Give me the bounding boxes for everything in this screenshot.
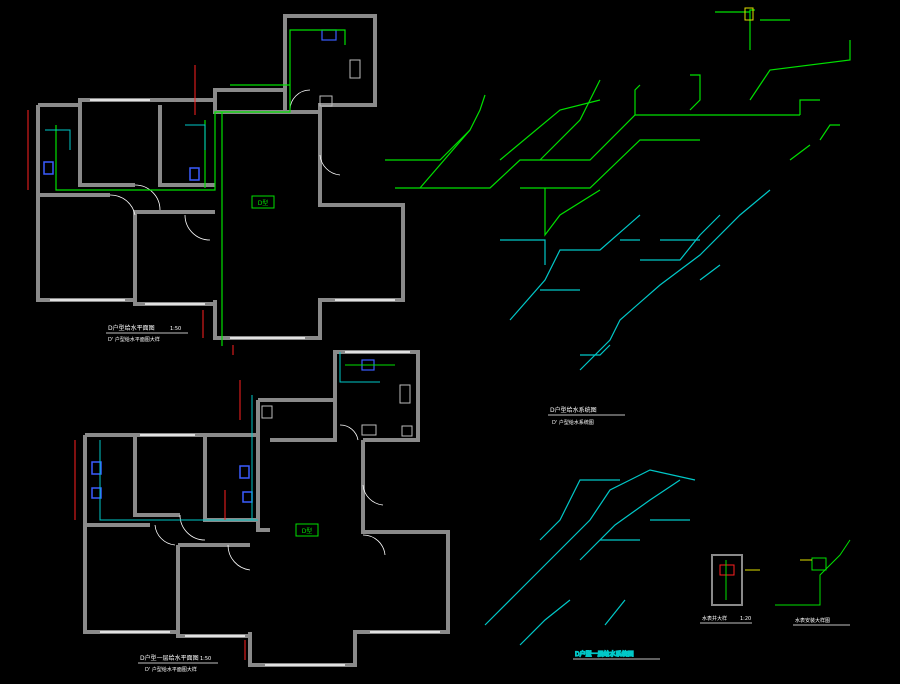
sink-fixture bbox=[319, 95, 333, 107]
door-swing bbox=[184, 214, 211, 241]
main-supply-pipe bbox=[520, 139, 700, 189]
toilet-fixture bbox=[189, 167, 200, 181]
unit-tag: D型 bbox=[302, 527, 313, 535]
top-floor-plan bbox=[36, 14, 405, 340]
system-title: D户型给水系统图 bbox=[550, 406, 597, 414]
partition bbox=[158, 105, 215, 187]
shaft-box bbox=[261, 405, 273, 419]
plan-subtitle: D' 户型给水平面图大样 bbox=[108, 336, 160, 343]
pit-outline bbox=[711, 554, 743, 606]
plan-subtitle: D' 户型给水平面图大样 bbox=[145, 666, 197, 673]
hot-water-pipe bbox=[579, 479, 681, 561]
branch-pipe bbox=[385, 129, 471, 161]
branch-pipe bbox=[544, 188, 601, 237]
top-plan-details: D型 D户型给水平面图 D' 户型给水平面图大样 1:50 bbox=[27, 29, 395, 355]
system-title: D户型一层给水系统图 bbox=[575, 650, 634, 658]
hot-water-pipe bbox=[539, 479, 620, 541]
unit-tag-box bbox=[251, 195, 275, 209]
branch-pipe bbox=[419, 94, 486, 189]
hot-water-pipe bbox=[640, 214, 721, 261]
plan-scale: 1:50 bbox=[200, 656, 211, 662]
riser-pipe bbox=[749, 40, 851, 101]
cold-water-pipe bbox=[289, 29, 346, 95]
hot-water-pipe bbox=[185, 124, 206, 150]
door-swing bbox=[289, 89, 311, 111]
pipe bbox=[775, 539, 851, 606]
partition bbox=[270, 400, 337, 442]
riser-pipe bbox=[689, 74, 701, 111]
toilet-fixture bbox=[91, 461, 102, 475]
branch-pipe bbox=[789, 144, 811, 161]
system-subtitle: D' 户型给水系统图 bbox=[552, 419, 594, 426]
door-swing bbox=[362, 534, 386, 556]
branch-pipe bbox=[499, 99, 601, 161]
washer-fixture bbox=[401, 425, 413, 437]
bottom-plan-details: D型 D户型一层给水平面图 D' 户型给水平面图大样 1:50 bbox=[74, 351, 440, 673]
branch-pipe bbox=[819, 124, 840, 141]
wall bbox=[213, 14, 377, 112]
stove-fixture bbox=[349, 59, 361, 79]
hot-water-pipe bbox=[339, 352, 380, 383]
partition bbox=[203, 435, 258, 522]
detail-title: 水表井大样 bbox=[702, 615, 727, 622]
cold-water-pipe bbox=[55, 95, 291, 191]
hot-water-pipe bbox=[500, 239, 546, 265]
door-swing bbox=[179, 514, 206, 541]
hot-water-pipe bbox=[579, 189, 771, 371]
hot-water-pipe bbox=[519, 599, 571, 646]
detail-scale: 1:20 bbox=[740, 616, 751, 622]
plan-title: D户型一层给水平面图 bbox=[140, 654, 199, 662]
wall bbox=[213, 110, 405, 340]
meter-symbol bbox=[811, 557, 827, 571]
hot-water-pipe bbox=[484, 469, 696, 626]
meter-install-detail: 水表安装大样图 bbox=[775, 539, 851, 626]
wall bbox=[36, 105, 217, 306]
partition bbox=[133, 435, 180, 517]
main-supply-pipe bbox=[395, 114, 800, 189]
door-swing bbox=[362, 484, 384, 506]
plan-scale: 1:50 bbox=[170, 326, 181, 332]
wall bbox=[38, 98, 230, 114]
hot-water-pipe bbox=[699, 264, 721, 281]
bottom-axonometric-system: D户型一层给水系统图 bbox=[484, 469, 696, 660]
wall bbox=[83, 435, 252, 638]
door-swing bbox=[227, 544, 251, 571]
basin-fixture bbox=[242, 491, 253, 503]
sink-fixture bbox=[321, 29, 337, 41]
wall bbox=[256, 400, 270, 532]
valve-box bbox=[744, 7, 754, 21]
detail-title: 水表安装大样图 bbox=[795, 617, 830, 624]
hot-water-pipe bbox=[509, 214, 641, 321]
bottom-floor-plan bbox=[83, 350, 450, 667]
door-swing bbox=[109, 194, 136, 216]
toilet-fixture bbox=[43, 161, 54, 175]
meter-pit-detail: 水表井大样 1:20 bbox=[700, 554, 760, 624]
basin-fixture bbox=[91, 487, 102, 499]
hot-water-pipe bbox=[580, 344, 611, 356]
hot-water-pipe bbox=[604, 599, 626, 626]
door-swing bbox=[154, 524, 176, 546]
stove-fixture bbox=[399, 384, 411, 404]
unit-tag: D型 bbox=[258, 199, 269, 207]
door-swing bbox=[134, 184, 161, 211]
top-axonometric-system: D户型给水系统图 D' 户型给水系统图 bbox=[385, 7, 851, 426]
hot-water-pipe bbox=[99, 440, 258, 521]
unit-tag-box bbox=[295, 523, 319, 537]
sink-fixture bbox=[361, 424, 377, 436]
plan-title: D户型给水平面图 bbox=[108, 324, 155, 332]
partition bbox=[78, 105, 135, 187]
meter-symbol bbox=[719, 564, 735, 576]
hot-water-pipe bbox=[45, 129, 71, 150]
branch-pipe bbox=[539, 79, 601, 161]
branch-pipe bbox=[799, 99, 820, 115]
riser-pipe bbox=[634, 84, 641, 115]
door-swing bbox=[319, 154, 341, 176]
door-swing bbox=[339, 424, 359, 441]
toilet-fixture bbox=[239, 465, 250, 479]
